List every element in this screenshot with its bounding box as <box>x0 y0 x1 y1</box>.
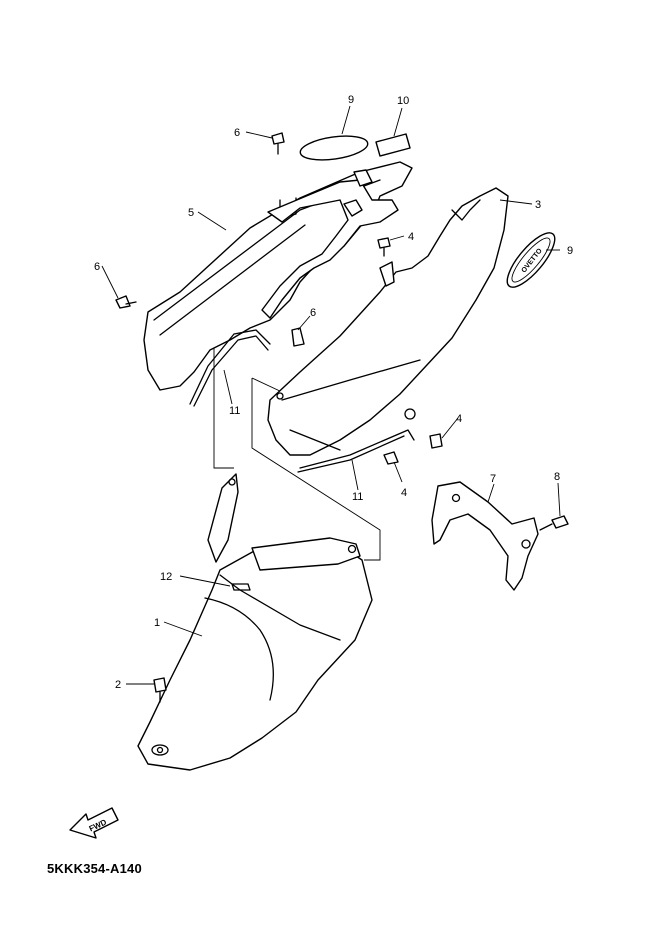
part-10-label <box>375 133 411 157</box>
callout-12: 12 <box>160 571 172 583</box>
callout-7: 7 <box>490 473 496 485</box>
callout-9-right: 9 <box>567 245 573 257</box>
part-4-screw-b <box>429 433 443 449</box>
part-4-screw-c <box>383 451 399 465</box>
part-1-lower-cover <box>137 473 373 771</box>
callout-2: 2 <box>115 679 121 691</box>
part-4-screw-a <box>377 237 391 257</box>
part-11-stay <box>189 329 415 473</box>
callout-4-b: 4 <box>456 413 462 425</box>
part-9-emblem: OVETTO <box>506 232 556 288</box>
part-6-screw-left <box>115 295 137 309</box>
callout-11-left: 11 <box>229 405 240 417</box>
part-3-side-cover-right <box>267 187 509 456</box>
diagram-code: 5KKK354-A140 <box>47 861 142 876</box>
part-8-bolt <box>539 515 569 531</box>
callout-5: 5 <box>188 207 194 219</box>
callout-11-right: 11 <box>352 491 363 503</box>
callout-10: 10 <box>397 95 409 107</box>
callout-labels: 9 10 6 5 3 4 9 6 6 11 4 11 4 7 8 12 1 2 <box>94 94 573 691</box>
callout-3: 3 <box>535 199 541 211</box>
fwd-arrow-icon: FWD <box>69 807 119 839</box>
assembly-guide-lines <box>213 340 381 561</box>
part-2-screw <box>153 677 167 703</box>
callout-4-c: 4 <box>401 487 407 499</box>
part-6-screw-mid <box>291 327 305 347</box>
callout-6-mid: 6 <box>310 307 316 319</box>
callout-6-top: 6 <box>234 127 240 139</box>
part-6-screw-top <box>271 132 285 155</box>
part-9-decal-oval <box>299 135 369 161</box>
callout-8: 8 <box>554 471 560 483</box>
callout-9-top: 9 <box>348 94 354 106</box>
callout-1: 1 <box>154 617 160 629</box>
mounting-bracket <box>261 169 399 319</box>
leader-lines <box>101 105 561 685</box>
callout-6-left: 6 <box>94 261 100 273</box>
part-7-bracket <box>431 481 539 591</box>
callout-4-a: 4 <box>408 231 414 243</box>
